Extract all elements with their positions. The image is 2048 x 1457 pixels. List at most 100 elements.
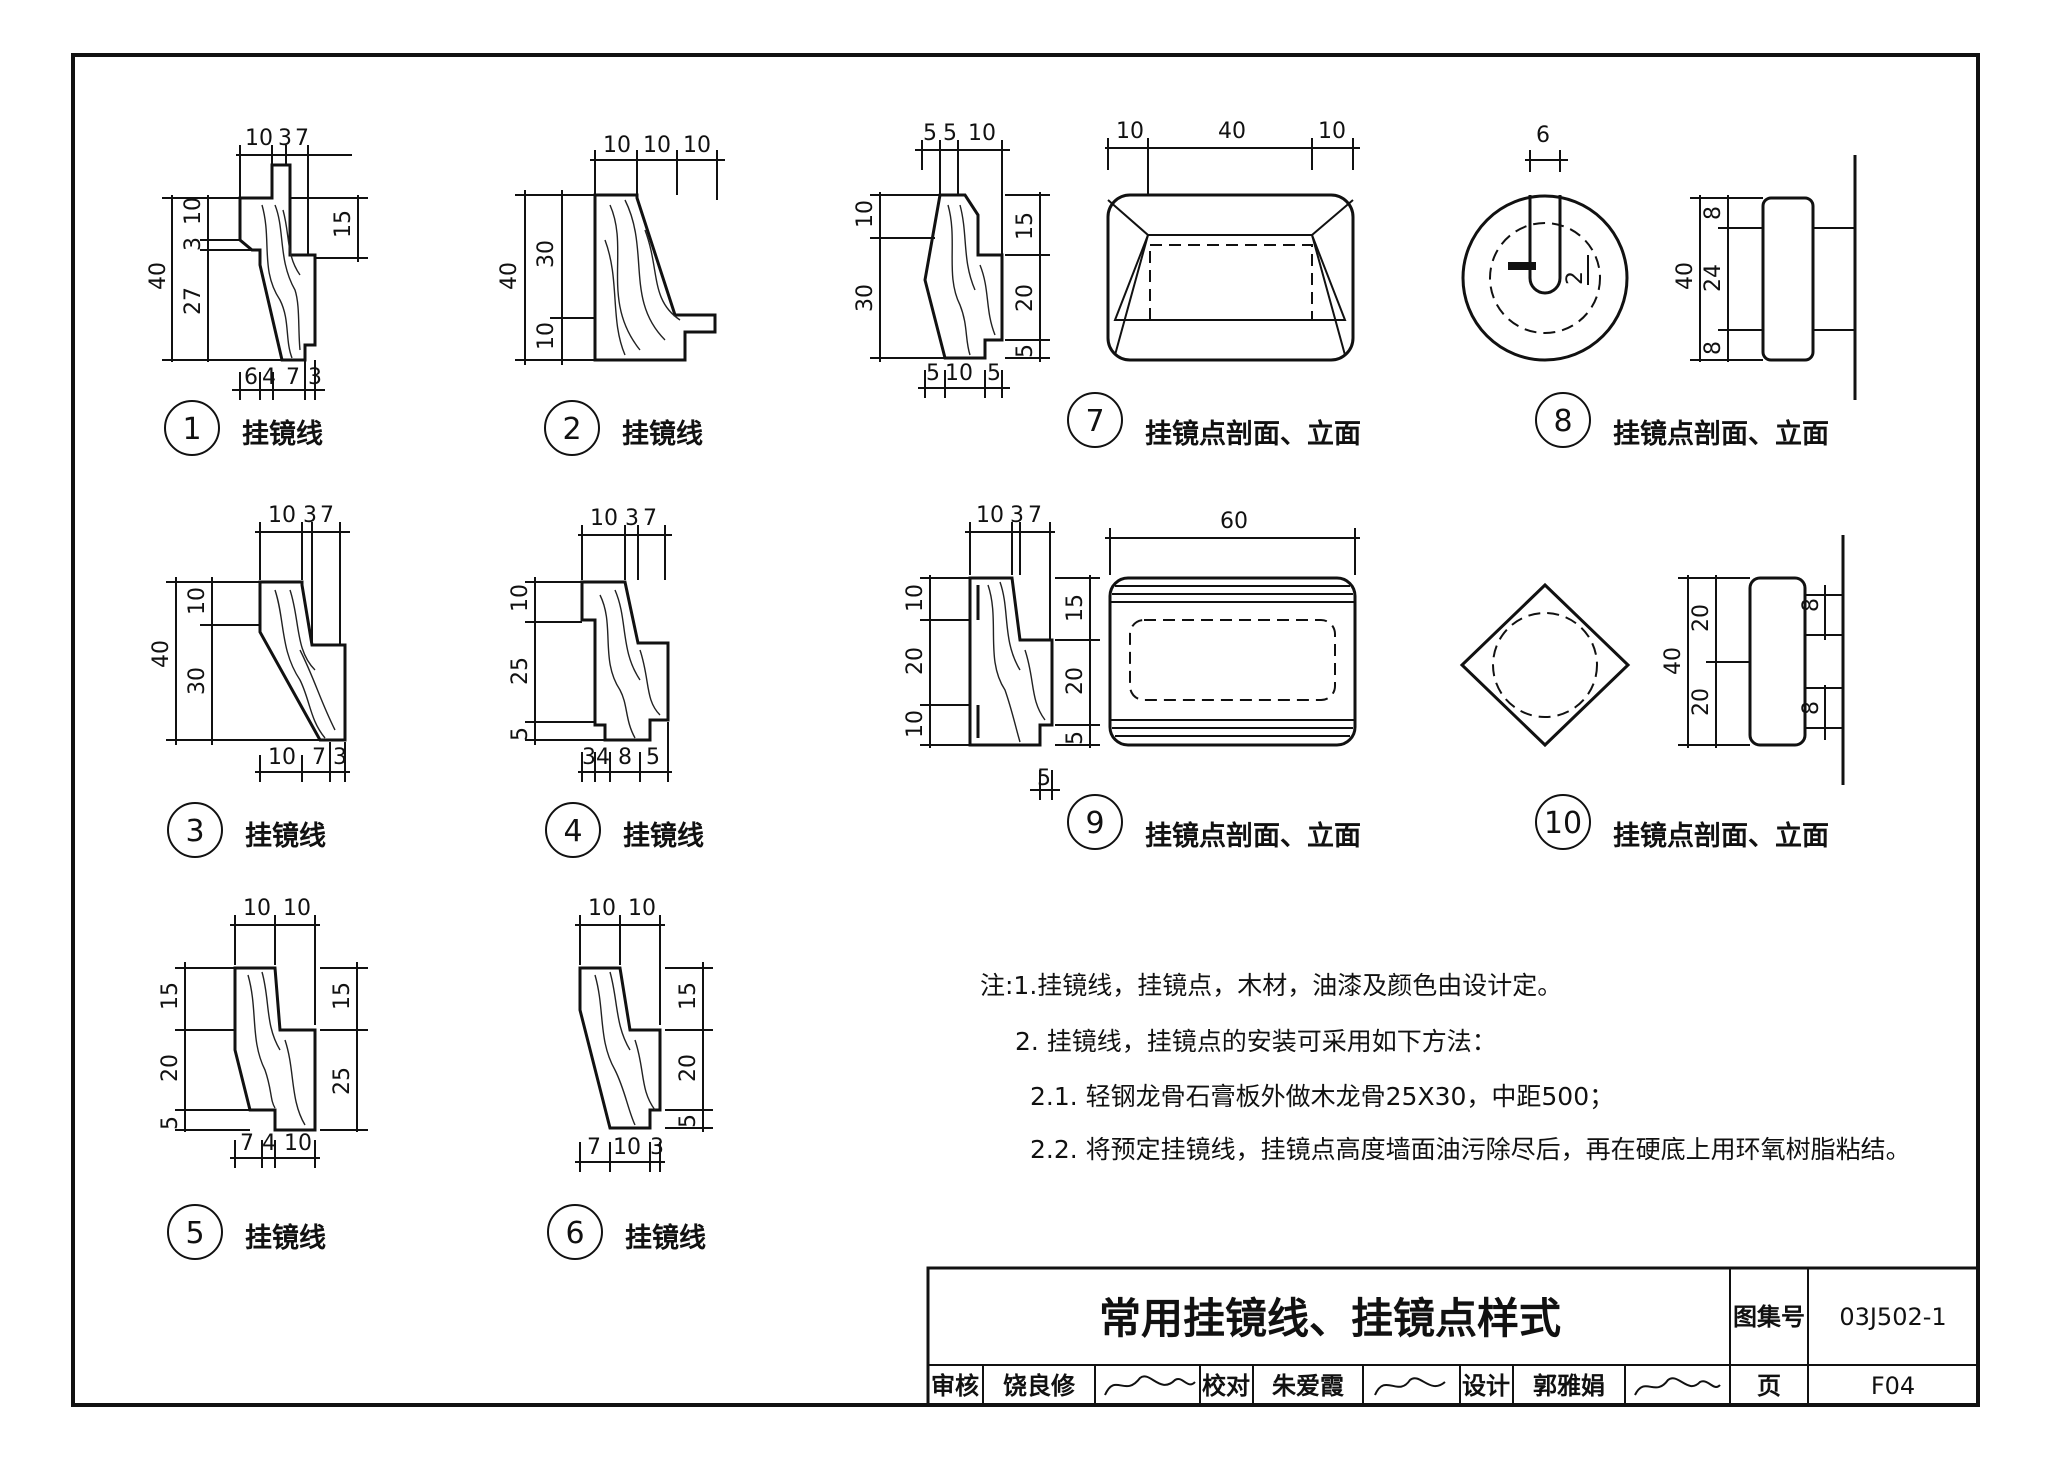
detail-marker-5 [167, 1204, 223, 1260]
checker-name: 朱爱霞 [1272, 1372, 1345, 1400]
dim-6-right-a: 15 [676, 982, 701, 1010]
dim-9-right-c: 5 [1063, 731, 1088, 745]
caption-4: 挂镜线 [623, 821, 704, 852]
detail-marker-1 [164, 400, 220, 456]
dim-1-top-c: 7 [295, 126, 309, 151]
wood-grain-4 [599, 589, 661, 739]
dim-5-left-a: 15 [158, 982, 183, 1010]
dim-9-top-b: 3 [1010, 503, 1024, 528]
dim-5-top-a: 10 [243, 896, 271, 921]
dim-10-left-a: 20 [1689, 604, 1714, 632]
dim-2-top-a: 10 [603, 133, 631, 158]
dim-1-left-b: 3 [181, 237, 206, 251]
dim-9-top-c: 7 [1028, 503, 1042, 528]
dim-5-left-c: 5 [158, 1116, 183, 1130]
dim-8-left-b: 24 [1701, 264, 1726, 292]
elevation-10-diamond [1459, 582, 1631, 748]
atlas-label: 图集号 [1733, 1303, 1805, 1331]
dim-4-bot-b: 4 [596, 745, 610, 770]
dim-4-top-b: 3 [625, 506, 639, 531]
designer-signature [1634, 1377, 1721, 1396]
dim-6-bot-c: 3 [650, 1135, 664, 1160]
elevation-10-hidden [1492, 612, 1598, 718]
caption-3: 挂镜线 [245, 821, 326, 852]
caption-6: 挂镜线 [625, 1223, 706, 1254]
dim-6-bot-a: 7 [587, 1135, 601, 1160]
profile-7-section [923, 193, 1004, 360]
dim-3-bot-a: 10 [268, 745, 296, 770]
profile-2 [593, 193, 717, 362]
dim-7-right-a: 15 [1013, 212, 1038, 240]
page-number: F04 [1871, 1372, 1915, 1400]
dim-3-top-b: 3 [303, 503, 317, 528]
note-2: 2. 挂镜线，挂镜点的安装可采用如下方法： [1015, 1027, 1497, 1056]
dim-10-right-b: 8 [1799, 701, 1824, 715]
dim-7-top-b: 5 [943, 121, 957, 146]
caption-2: 挂镜线 [622, 419, 703, 450]
detail-marker-3 [167, 802, 223, 858]
elevation-8-pin [1508, 262, 1536, 270]
dim-1-left-total: 40 [146, 262, 171, 290]
caption-8: 挂镜点剖面、立面 [1613, 418, 1829, 450]
dim-1-top-a: 10 [245, 126, 273, 151]
dim-2-top-c: 10 [683, 133, 711, 158]
reviewer-signature [1104, 1375, 1196, 1396]
dim-7-bot-c: 5 [987, 361, 1001, 386]
dim-3-left-b: 30 [185, 667, 210, 695]
dim-5-top-b: 10 [283, 896, 311, 921]
dim-3-top-c: 7 [320, 503, 334, 528]
detail-5: 10 10 15 20 5 15 25 7 4 10 5 挂镜线 [158, 896, 368, 1260]
profile-6 [578, 966, 662, 1130]
dim-5-right-b: 25 [330, 1067, 355, 1095]
side-10-body [1748, 576, 1807, 747]
dim-3-bot-b: 7 [312, 745, 326, 770]
dim-9-bot: 5 [1037, 766, 1051, 791]
dim-9-elev: 60 [1220, 509, 1248, 534]
dim-5-left-b: 20 [158, 1054, 183, 1082]
detail-num-4: 4 [563, 814, 582, 849]
wood-grain-3 [274, 589, 336, 739]
dim-10-left-total: 40 [1661, 647, 1686, 675]
dim-7-left-a: 10 [853, 200, 878, 228]
dim-4-left-b: 25 [508, 657, 533, 685]
dim-4-top-a: 10 [590, 506, 618, 531]
dim-9-left-c: 10 [903, 710, 928, 738]
detail-marker-4 [545, 802, 601, 858]
detail-4: 10 3 7 10 25 5 3 4 8 5 4 挂镜线 [508, 506, 704, 858]
note-2-1: 2.1. 轻钢龙骨石膏板外做木龙骨25X30，中距500； [1030, 1082, 1614, 1111]
dim-5-bot-b: 4 [262, 1131, 276, 1156]
wood-grain-7 [947, 204, 996, 356]
detail-num-2: 2 [562, 412, 581, 447]
detail-marker-6 [547, 1204, 603, 1260]
design-label: 设计 [1462, 1372, 1510, 1400]
dim-1-bot-a: 6 [244, 365, 258, 390]
dim-1-left-c: 27 [181, 287, 206, 315]
dim-2-top-b: 10 [643, 133, 671, 158]
dim-4-bot-a: 3 [582, 745, 596, 770]
detail-num-10: 10 [1544, 806, 1582, 841]
dim-6-right-b: 20 [676, 1054, 701, 1082]
dim-1-bot-b: 4 [262, 365, 276, 390]
dim-8-left-total: 40 [1673, 262, 1698, 290]
dim-7-top-a: 5 [923, 121, 937, 146]
dim-7-bot-a: 5 [926, 361, 940, 386]
dim-3-top-a: 10 [268, 503, 296, 528]
detail-num-8: 8 [1553, 404, 1572, 439]
dim-7-top-c: 10 [968, 121, 996, 146]
atlas-number: 03J502-1 [1839, 1303, 1946, 1331]
dim-6-top-a: 10 [588, 896, 616, 921]
side-8-stem [1812, 227, 1856, 331]
detail-marker-10 [1535, 794, 1591, 850]
caption-10: 挂镜点剖面、立面 [1613, 820, 1829, 852]
dim-5-right-a: 15 [330, 982, 355, 1010]
caption-9: 挂镜点剖面、立面 [1145, 820, 1361, 852]
dim-8-left-a: 8 [1701, 206, 1726, 220]
wood-grain-2 [604, 199, 681, 356]
profile-5 [233, 966, 317, 1132]
dim-9-right-b: 20 [1063, 667, 1088, 695]
dim-2-left-a: 30 [534, 240, 559, 268]
dim-6-right-c: 5 [676, 1114, 701, 1128]
detail-num-7: 7 [1085, 404, 1104, 439]
dim-4-left-c: 5 [508, 727, 533, 741]
